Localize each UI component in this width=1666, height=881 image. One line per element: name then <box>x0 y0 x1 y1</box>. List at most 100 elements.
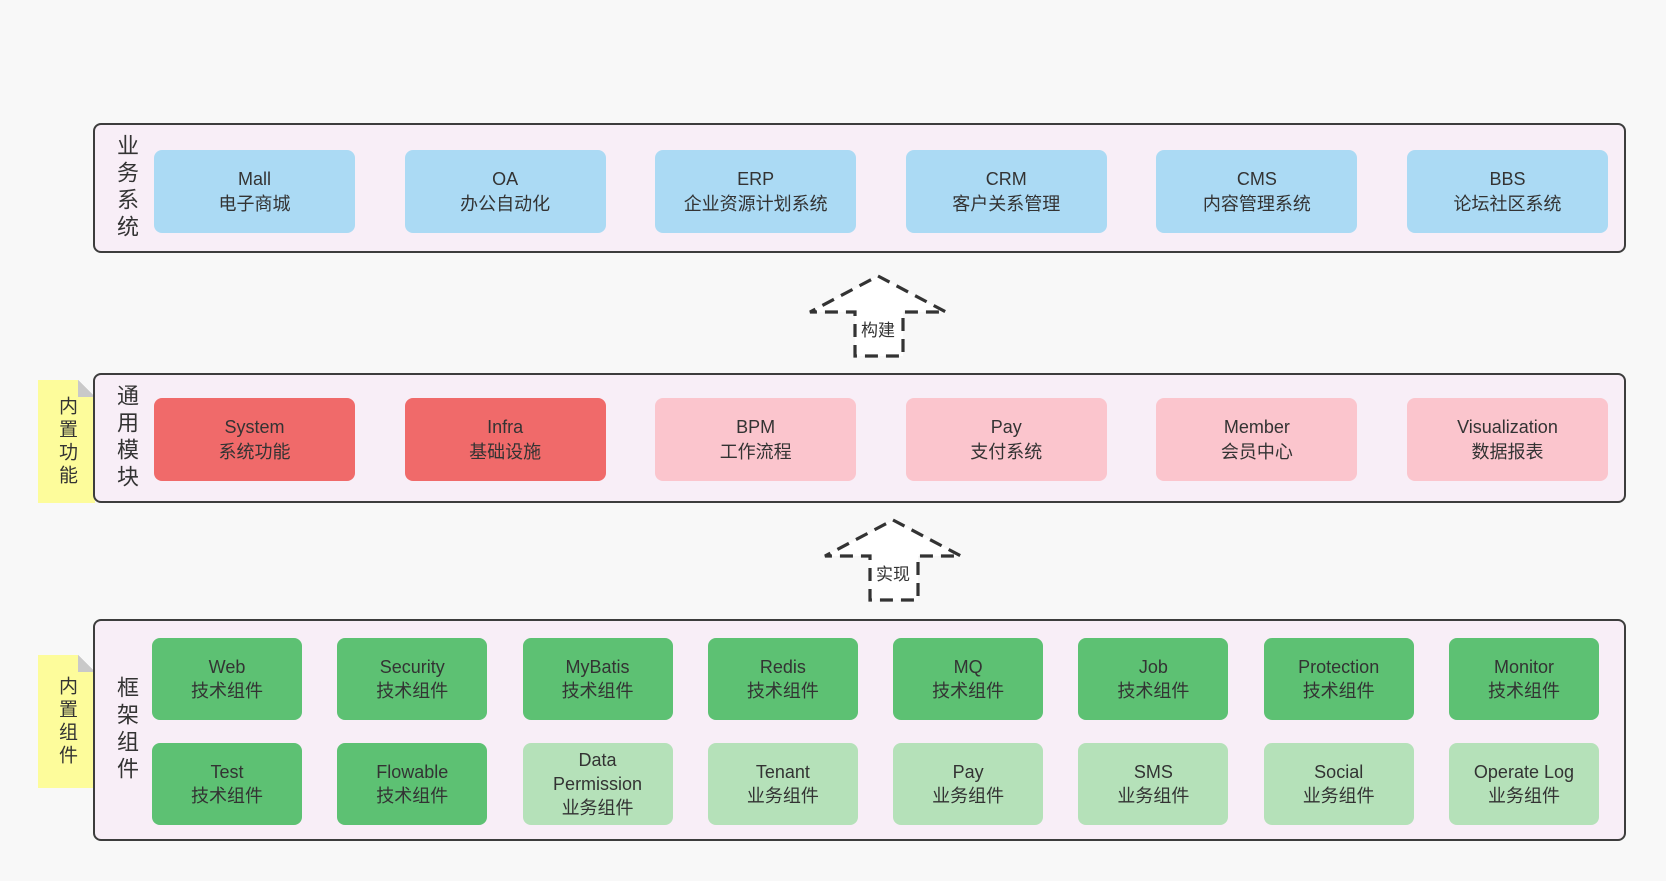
box-title: Infra <box>487 417 524 438</box>
box-subtitle: 技术组件 <box>1487 681 1560 701</box>
box-subtitle: 业务组件 <box>1302 786 1375 806</box>
box-title: Pay <box>990 417 1022 438</box>
sticky-note-builtin-features: 内置功能 <box>38 380 95 503</box>
box-oa: OA 办公自动化 <box>404 150 606 233</box>
box-system: System 系统功能 <box>154 398 355 481</box>
components-row-1: Web 技术组件 Security 技术组件 MyBatis 技术组件 Redi… <box>152 638 1599 720</box>
components-row-2: Test 技术组件 Flowable 技术组件 Data Permission … <box>152 743 1599 825</box>
box-subtitle: 数据报表 <box>1471 441 1544 462</box>
box-subtitle: 工作流程 <box>719 441 792 462</box>
box-title: Visualization <box>1457 417 1558 438</box>
box-title: Protection <box>1298 656 1380 677</box>
box-subtitle: 技术组件 <box>932 681 1005 701</box>
box-pay-module: Pay 支付系统 <box>905 398 1107 481</box>
box-title: Social <box>1314 761 1364 782</box>
box-mybatis: MyBatis 技术组件 <box>522 638 673 720</box>
box-subtitle: 技术组件 <box>191 681 263 701</box>
box-title: OA <box>492 169 519 190</box>
business-boxes-row: Mall 电子商城 OA 办公自动化 ERP 企业资源计划系统 CRM 客户关系… <box>154 150 1608 233</box>
box-title: MQ <box>953 656 983 677</box>
box-subtitle: 企业资源计划系统 <box>683 193 828 214</box>
box-subtitle: 基础设施 <box>469 441 542 462</box>
box-data-permission: Data Permission 业务组件 <box>522 743 673 825</box>
box-title: Redis <box>759 656 806 677</box>
box-subtitle: 技术组件 <box>561 681 634 701</box>
box-subtitle: 内容管理系统 <box>1202 193 1311 214</box>
box-mq: MQ 技术组件 <box>893 638 1044 720</box>
box-redis: Redis 技术组件 <box>707 638 858 720</box>
arrow-build: 构建 <box>808 274 948 358</box>
box-title: Mall <box>237 169 271 190</box>
box-title: Member <box>1223 417 1290 438</box>
box-title: Job <box>1138 656 1168 677</box>
arrow-implement-label: 实现 <box>876 565 910 584</box>
box-subtitle: 技术组件 <box>1117 681 1190 701</box>
box-title: ERP <box>737 169 775 190</box>
box-title: Data Permission <box>553 749 643 794</box>
box-subtitle: 技术组件 <box>191 786 263 806</box>
box-web: Web 技术组件 <box>152 638 302 720</box>
box-title: BPM <box>736 417 776 438</box>
arrow-implement: 实现 <box>823 518 963 602</box>
layer-business-systems: 业务系统 Mall 电子商城 OA 办公自动化 ERP 企业资源计划系统 CRM… <box>93 123 1626 253</box>
box-bpm: BPM 工作流程 <box>655 398 857 481</box>
sticky-note-label: 内置组件 <box>56 675 77 768</box>
arrow-build-label: 构建 <box>861 321 895 340</box>
box-monitor: Monitor 技术组件 <box>1448 638 1599 720</box>
box-flowable: Flowable 技术组件 <box>337 743 488 825</box>
box-subtitle: 客户关系管理 <box>952 193 1061 214</box>
box-member: Member 会员中心 <box>1156 398 1358 481</box>
box-crm: CRM 客户关系管理 <box>905 150 1107 233</box>
box-job: Job 技术组件 <box>1078 638 1229 720</box>
box-subtitle: 技术组件 <box>376 681 449 701</box>
box-subtitle: 支付系统 <box>970 441 1043 462</box>
sticky-note-builtin-components: 内置组件 <box>38 655 95 788</box>
up-arrow-icon <box>809 274 947 358</box>
box-visualization: Visualization 数据报表 <box>1406 398 1608 481</box>
box-bbs: BBS 论坛社区系统 <box>1406 150 1608 233</box>
box-subtitle: 技术组件 <box>1302 681 1375 701</box>
layer-common-modules: 通用模块 System 系统功能 Infra 基础设施 BPM 工作流程 Pay… <box>93 373 1626 503</box>
box-title: Flowable <box>376 761 449 782</box>
box-title: Test <box>210 761 244 782</box>
box-security: Security 技术组件 <box>337 638 488 720</box>
box-cms: CMS 内容管理系统 <box>1156 150 1358 233</box>
box-mall: Mall 电子商城 <box>154 150 355 233</box>
box-title: Web <box>208 656 246 677</box>
box-title: BBS <box>1489 169 1526 190</box>
box-title: CRM <box>985 169 1027 190</box>
box-social: Social 业务组件 <box>1263 743 1414 825</box>
box-subtitle: 会员中心 <box>1220 441 1293 462</box>
box-subtitle: 业务组件 <box>746 786 819 806</box>
box-infra: Infra 基础设施 <box>404 398 606 481</box>
box-title: System <box>224 417 285 438</box>
box-erp: ERP 企业资源计划系统 <box>655 150 857 233</box>
layer-label-common-modules: 通用模块 <box>114 384 139 492</box>
box-sms: SMS 业务组件 <box>1078 743 1229 825</box>
box-subtitle: 业务组件 <box>932 786 1005 806</box>
box-title: Pay <box>952 761 984 782</box>
box-operate-log: Operate Log 业务组件 <box>1448 743 1599 825</box>
box-subtitle: 技术组件 <box>746 681 819 701</box>
box-subtitle: 系统功能 <box>218 441 291 462</box>
up-arrow-icon <box>824 518 962 602</box>
box-title: Operate Log <box>1473 761 1574 782</box>
box-subtitle: 业务组件 <box>1117 786 1190 806</box>
box-title: Tenant <box>755 761 810 782</box>
box-title: MyBatis <box>565 656 630 677</box>
box-subtitle: 电子商城 <box>218 193 291 214</box>
layer-framework-components: 框架组件 Web 技术组件 Security 技术组件 MyBatis 技术组件… <box>93 619 1626 841</box>
box-title: Security <box>379 656 445 677</box>
sticky-note-label: 内置功能 <box>56 395 77 488</box>
box-subtitle: 业务组件 <box>561 798 634 819</box>
box-title: CMS <box>1236 169 1277 190</box>
box-subtitle: 技术组件 <box>376 786 449 806</box>
layer-label-framework-components: 框架组件 <box>114 676 139 784</box>
box-test: Test 技术组件 <box>152 743 302 825</box>
box-subtitle: 办公自动化 <box>460 193 551 214</box>
modules-boxes-row: System 系统功能 Infra 基础设施 BPM 工作流程 Pay 支付系统… <box>154 398 1608 481</box>
box-title: Monitor <box>1493 656 1554 677</box>
box-subtitle: 业务组件 <box>1487 786 1560 806</box>
box-tenant: Tenant 业务组件 <box>707 743 858 825</box>
